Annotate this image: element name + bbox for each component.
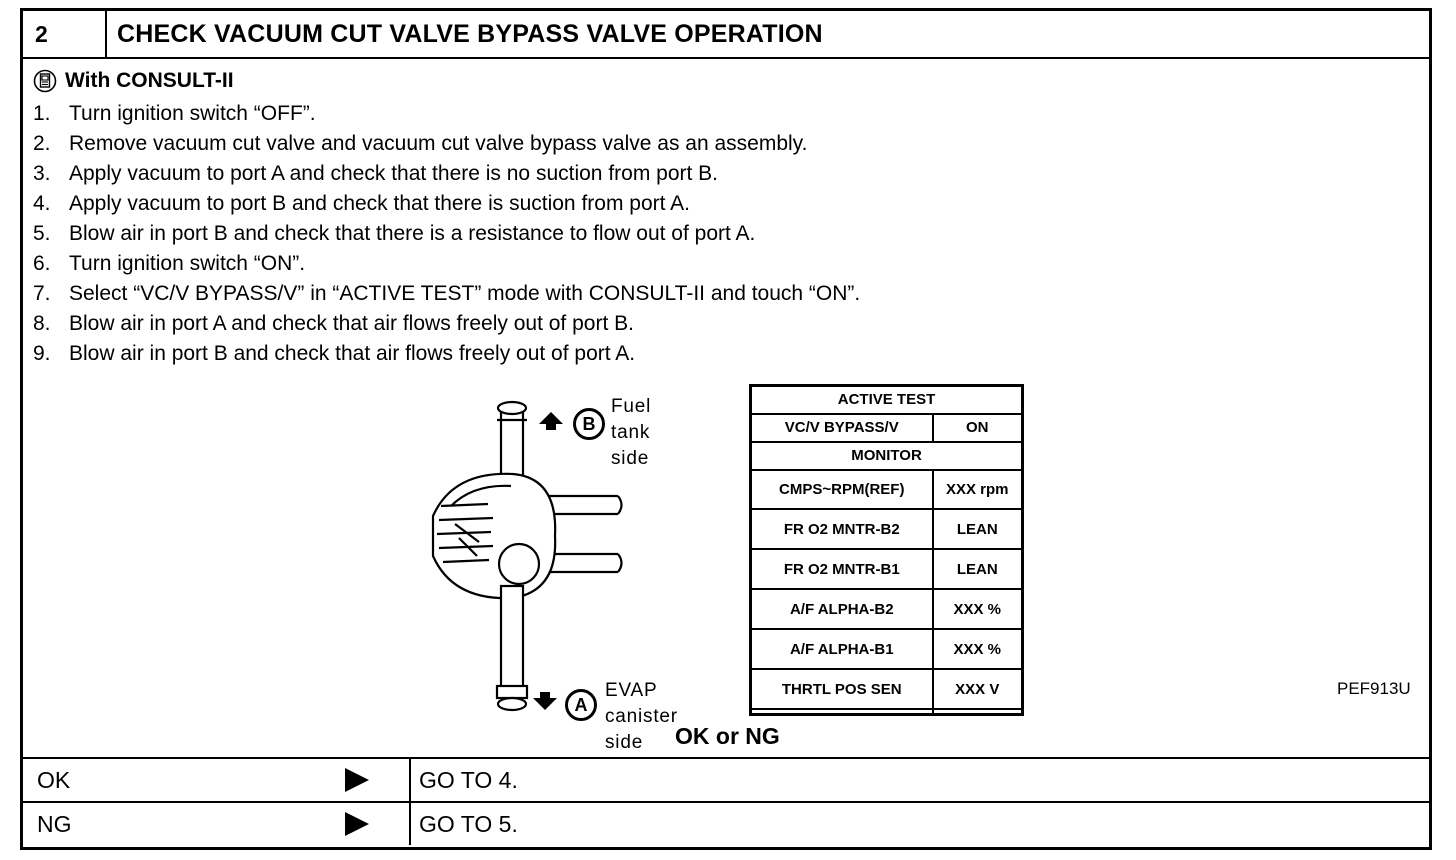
result-key: OK — [37, 767, 71, 793]
test-item-value: ON — [931, 412, 1024, 443]
valve-figure: B Fuel tank side A EVAP canister side — [393, 386, 683, 753]
test-item-name: VC/V BYPASS/V — [749, 412, 934, 443]
monitor-item-name: A/F ALPHA-B2 — [749, 588, 934, 631]
step-item: 3.Apply vacuum to port A and check that … — [33, 162, 719, 185]
monitor-title: MONITOR — [749, 440, 1024, 471]
step-item: 4.Apply vacuum to port B and check that … — [33, 192, 690, 215]
monitor-item-name: A/F ALPHA-B1 — [749, 628, 934, 671]
step-item: 7.Select “VC/V BYPASS/V” in “ACTIVE TEST… — [33, 282, 861, 305]
result-action: GO TO 4. — [409, 759, 1419, 801]
step-item: 2.Remove vacuum cut valve and vacuum cut… — [33, 132, 808, 155]
monitor-item-value: XXX % — [931, 588, 1024, 631]
monitor-item-name: FR O2 MNTR-B1 — [749, 548, 934, 591]
port-b-label: Fuel tank side — [611, 396, 652, 469]
step-title: CHECK VACUUM CUT VALVE BYPASS VALVE OPER… — [117, 20, 823, 48]
port-b-marker: B — [573, 408, 605, 440]
monitor-item-name: CMPS~RPM(REF) — [749, 468, 934, 511]
monitor-item-value: XXX % — [931, 628, 1024, 671]
monitor-item-value: LEAN — [931, 508, 1024, 551]
consult-label: With CONSULT-II — [65, 69, 234, 92]
monitor-item-value: LEAN — [931, 548, 1024, 591]
arrow-right-icon — [345, 768, 369, 792]
port-a-label: EVAP canister side — [605, 680, 678, 753]
result-key: NG — [37, 811, 72, 837]
result-row-ok: OK GO TO 4. — [23, 757, 1429, 801]
consult-heading: With CONSULT-II — [33, 69, 234, 93]
result-row-ng: NG GO TO 5. — [23, 801, 1429, 845]
active-test-title: ACTIVE TEST — [749, 384, 1024, 415]
result-action: GO TO 5. — [409, 803, 1419, 845]
monitor-item-value: XXX rpm — [931, 468, 1024, 511]
monitor-item-name: THRTL POS SEN — [749, 668, 934, 711]
valve-assembly-drawing — [431, 400, 623, 712]
procedure-box: 2 CHECK VACUUM CUT VALVE BYPASS VALVE OP… — [20, 8, 1432, 850]
monitor-item-name: FR O2 MNTR-B2 — [749, 508, 934, 551]
step-item: 5.Blow air in port B and check that ther… — [33, 222, 756, 245]
step-number: 2 — [23, 11, 107, 57]
consult-tool-icon — [33, 69, 57, 93]
arrow-right-icon — [345, 812, 369, 836]
step-item: 1.Turn ignition switch “OFF”. — [33, 102, 316, 125]
monitor-item-value: XXX V — [931, 668, 1024, 711]
procedure-steps: 1.Turn ignition switch “OFF”. 2.Remove v… — [33, 99, 860, 369]
port-a-marker: A — [565, 689, 597, 721]
step-item: 8.Blow air in port A and check that air … — [33, 312, 634, 335]
monitor-item-name — [749, 708, 934, 716]
monitor-item-value — [931, 708, 1024, 716]
ok-or-ng-question: OK or NG — [675, 723, 780, 749]
step-item: 9.Blow air in port B and check that air … — [33, 342, 636, 365]
figure-code: PEF913U — [1337, 679, 1411, 698]
step-item: 6.Turn ignition switch “ON”. — [33, 252, 306, 275]
step-header: 2 CHECK VACUUM CUT VALVE BYPASS VALVE OP… — [23, 11, 1429, 59]
